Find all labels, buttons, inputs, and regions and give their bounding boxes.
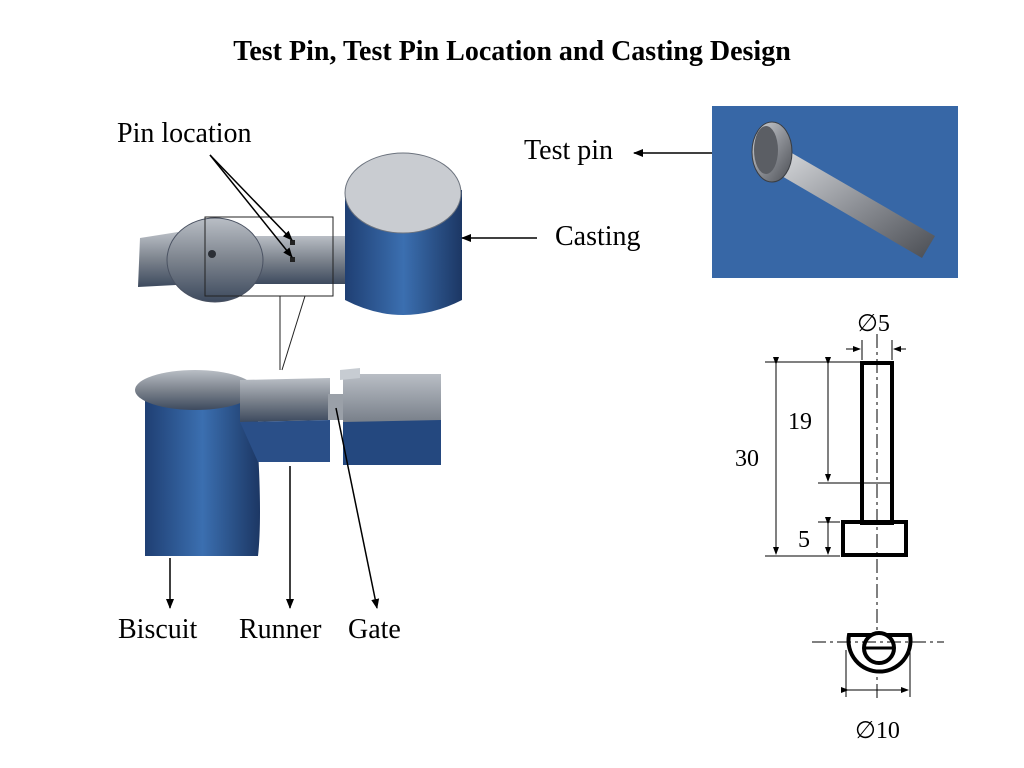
test-pin-photo (712, 106, 958, 278)
pin-location-arrow-1 (209, 154, 293, 241)
pin-location-arrow-2 (209, 154, 293, 258)
runner-label: Runner (239, 614, 322, 645)
zoom-biscuit-top (135, 370, 255, 410)
casting-cylinder-top (344, 152, 462, 234)
casting-label: Casting (555, 221, 641, 252)
dim-5-label: 5 (798, 527, 810, 553)
test-pin-shaft (780, 152, 935, 258)
gate-label: Gate (348, 614, 401, 645)
dim-30-label: 30 (735, 446, 759, 472)
dia-5-label: ∅5 (857, 311, 890, 337)
casting-photo (138, 152, 462, 371)
zoom-biscuit-body (145, 395, 260, 556)
dim-19-label: 19 (788, 409, 812, 435)
drawing-head (841, 520, 908, 557)
zoom-gate (328, 394, 343, 420)
casting-biscuit-disc (166, 217, 264, 303)
dia-10-label: ∅10 (855, 718, 900, 744)
casting-runner-stub-left (138, 232, 178, 287)
zoom-photo (135, 368, 441, 558)
test-pin-label: Test pin (524, 135, 614, 166)
page-title: Test Pin, Test Pin Location and Casting … (233, 36, 791, 67)
gate-arrow (335, 407, 380, 609)
pin-location-label: Pin location (117, 118, 252, 149)
zoom-runner (240, 378, 330, 422)
biscuit-label: Biscuit (118, 614, 198, 645)
pin-drawing (765, 334, 944, 700)
